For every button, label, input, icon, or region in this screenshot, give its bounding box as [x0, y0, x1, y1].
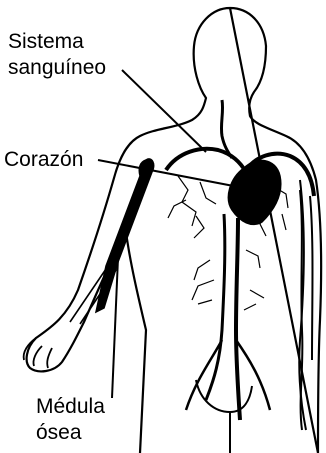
- label-sistema-line1: Sistema: [8, 29, 106, 55]
- arm-bone-marrow: [96, 159, 154, 312]
- neck-vessel: [221, 100, 232, 158]
- label-sistema-line2: sanguíneo: [8, 55, 106, 81]
- label-medula-line2: ósea: [36, 420, 105, 446]
- hip-outline: [196, 380, 252, 453]
- label-sistema-sanguineo: Sistema sanguíneo: [8, 29, 106, 81]
- aorta-trunk: [236, 218, 240, 420]
- label-medula-line1: Médula: [36, 394, 105, 420]
- heart-shape: [228, 160, 280, 224]
- vena-cava: [206, 214, 225, 400]
- leg-vessels: [186, 340, 270, 410]
- label-medula-osea: Médula ósea: [36, 394, 105, 446]
- label-corazon: Corazón: [4, 147, 83, 173]
